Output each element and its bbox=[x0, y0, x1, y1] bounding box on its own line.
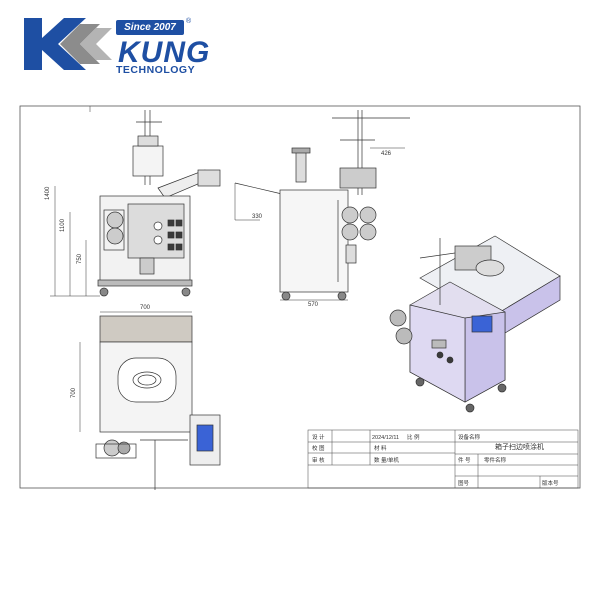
logo-brand-name: KUNG bbox=[118, 36, 211, 69]
top-view bbox=[79, 311, 221, 490]
tb-part-no-label: 件 号 bbox=[458, 456, 471, 464]
dim-front-1400: 1400 bbox=[45, 186, 51, 200]
logo-registered-mark: ® bbox=[186, 18, 192, 25]
title-block bbox=[307, 429, 579, 489]
tb-qty-label: 数 量/单机 bbox=[374, 456, 400, 464]
side-view bbox=[234, 110, 410, 301]
tb-review-label: 审 核 bbox=[312, 456, 325, 464]
brand-logo: Since 2007 ® KUNG TECHNOLOGY bbox=[20, 14, 209, 76]
tb-device-name: 箱子扫边喷涂机 bbox=[495, 442, 544, 451]
tb-version-label: 版本号 bbox=[542, 479, 559, 487]
tb-design-label: 设 计 bbox=[312, 433, 325, 441]
dim-top-700-depth: 700 bbox=[71, 387, 77, 398]
dim-side-426: 426 bbox=[381, 151, 392, 157]
dim-front-1100: 1100 bbox=[60, 218, 66, 232]
tb-material-label: 材 料 bbox=[374, 444, 387, 452]
dim-side-570: 570 bbox=[308, 302, 319, 308]
sheet-border bbox=[19, 105, 581, 489]
logo-since-badge: Since 2007 bbox=[116, 20, 184, 35]
tb-device-name-label: 设备名称 bbox=[458, 433, 481, 441]
dim-side-330: 330 bbox=[252, 214, 263, 220]
dim-top-700-width: 700 bbox=[140, 305, 151, 311]
tb-check-label: 校 图 bbox=[312, 444, 325, 452]
dim-front-750: 750 bbox=[77, 253, 83, 264]
logo-tagline: TECHNOLOGY bbox=[116, 64, 196, 76]
isometric-view bbox=[389, 235, 561, 413]
logo-k-mark-icon bbox=[24, 18, 112, 70]
front-view bbox=[50, 110, 221, 297]
tb-scale-label: 比 例 bbox=[407, 433, 420, 441]
tb-drawing-no-label: 图号 bbox=[458, 479, 470, 487]
tb-design-date: 2024/12/11 bbox=[372, 435, 399, 441]
tb-part-name-label: 零件名称 bbox=[484, 456, 507, 464]
